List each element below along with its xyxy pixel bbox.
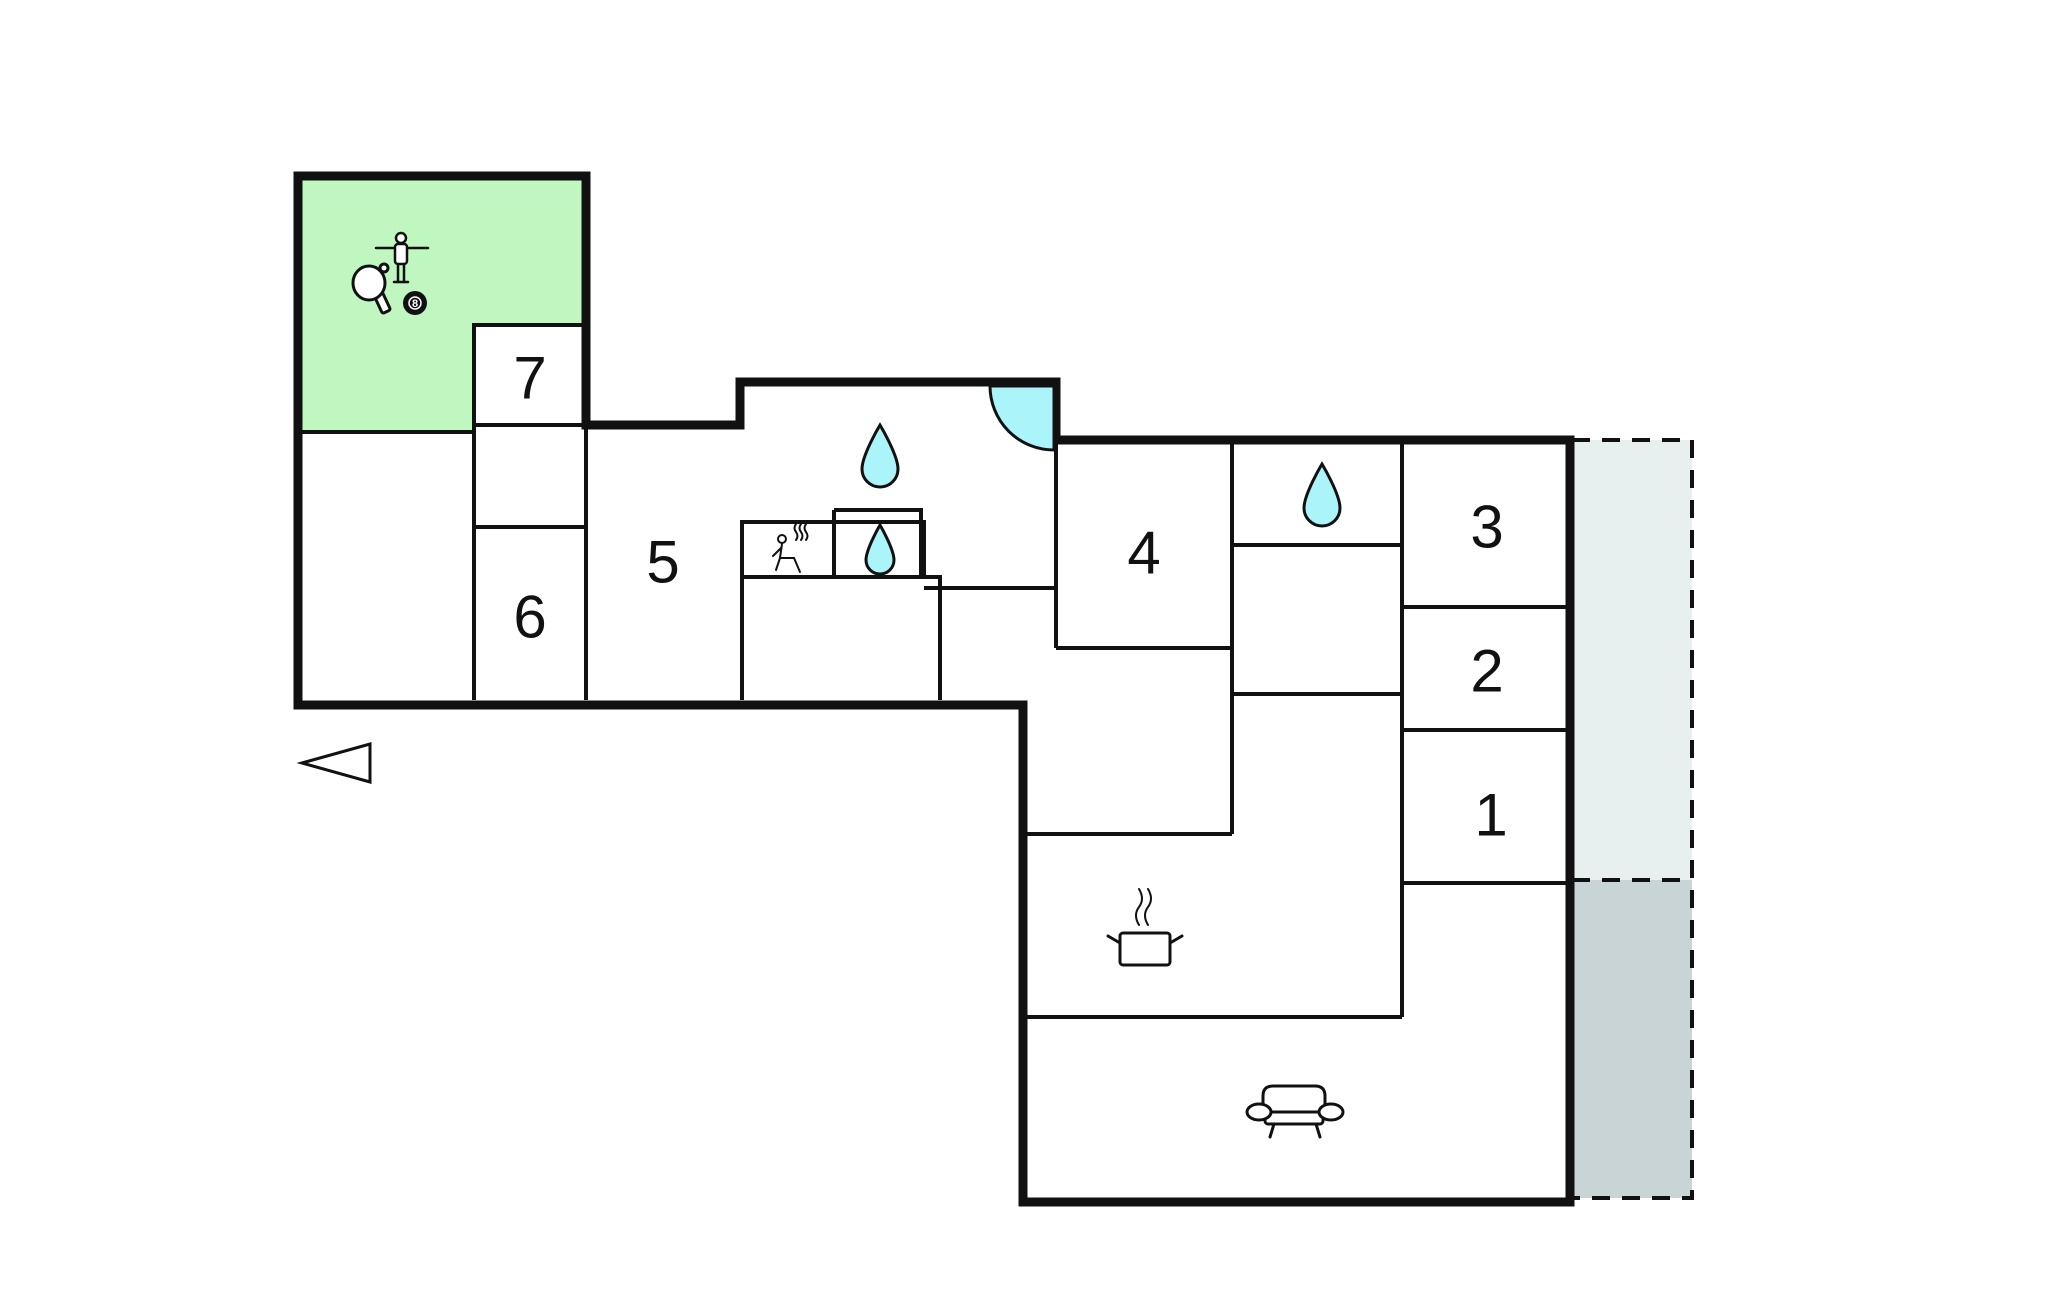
terrace-dashed-outline [1572, 438, 1694, 1200]
sofa-icon [1245, 1084, 1345, 1139]
table-football-icon [374, 231, 430, 284]
room-label-3: 3 [1470, 494, 1503, 561]
cooking-pot-icon [1106, 888, 1184, 967]
game-room [298, 176, 586, 432]
billiard-ball-icon: 8 [403, 291, 427, 315]
water-drop-icon [864, 522, 896, 576]
north-arrow-icon [296, 742, 372, 784]
room-label-1: 1 [1474, 782, 1507, 849]
table-tennis-icon [351, 262, 392, 315]
water-drop-icon [1302, 461, 1342, 528]
terrace-upper [1570, 440, 1692, 880]
room-label-5: 5 [646, 529, 679, 596]
sauna-icon [772, 523, 809, 573]
room-label-7: 7 [513, 345, 546, 412]
exterior-wall [293, 171, 1575, 1207]
billiard-ball-number: 8 [412, 298, 418, 310]
interior-walls [298, 323, 1570, 1019]
water-drop-icon [860, 422, 900, 489]
room-label-6: 6 [513, 584, 546, 651]
room-label-4: 4 [1127, 520, 1160, 587]
door-swing-icon [988, 384, 1056, 452]
room-label-2: 2 [1470, 638, 1503, 705]
terrace-lower [1570, 880, 1692, 1198]
